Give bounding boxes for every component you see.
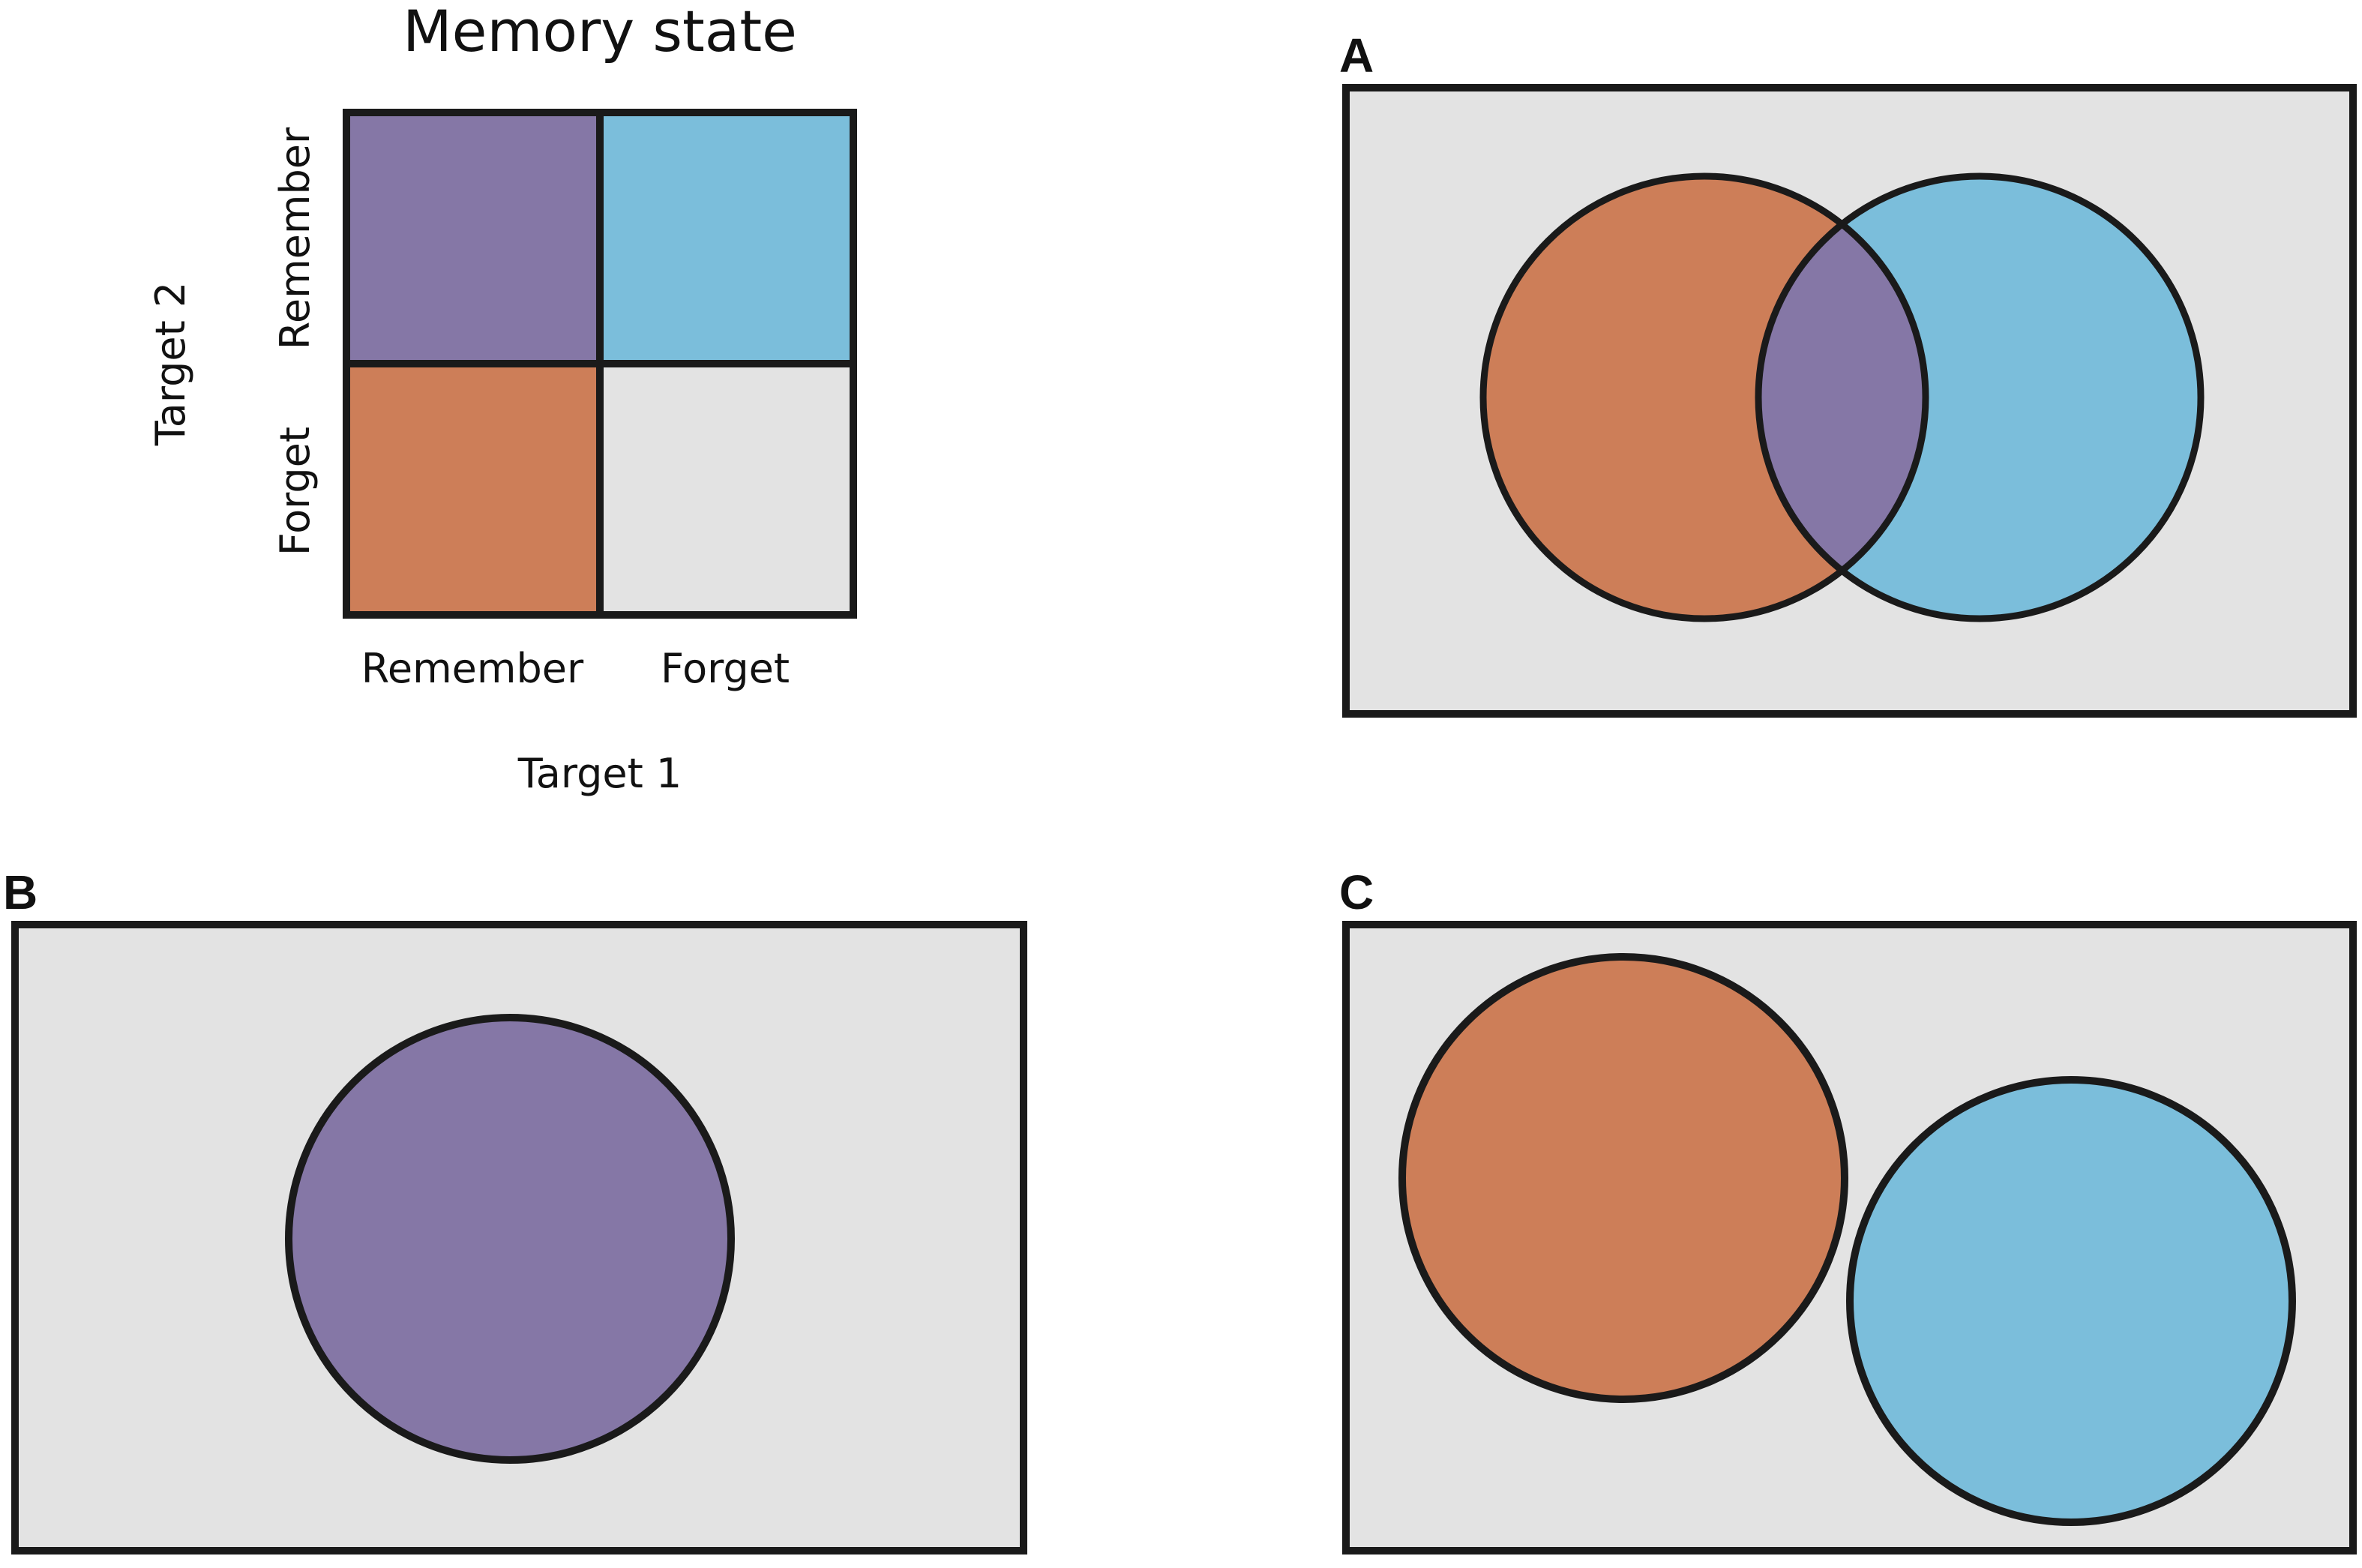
panel-a-target1-outline: [1479, 172, 1929, 622]
panel-a-target2-outline: [1755, 172, 2205, 622]
panel-a: A: [1339, 28, 2357, 718]
cell-forget-forget: [600, 364, 853, 615]
panel-b-combined-circle: [285, 1014, 735, 1464]
x-axis-label: Target 1: [517, 750, 682, 797]
column-label-forget: Forget: [661, 645, 790, 692]
panel-c: C: [1339, 865, 2357, 1555]
row-label-remember: Remember: [271, 127, 319, 349]
panel-b: B: [3, 865, 1027, 1555]
panel-c-letter: C: [1339, 865, 1374, 919]
y-axis-label: Target 2: [147, 282, 194, 447]
panel-c-target2-circle: [1846, 1076, 2296, 1526]
panel-c-target1-circle: [1398, 953, 1848, 1403]
matrix-title: Memory state: [403, 0, 797, 64]
panel-a-overlap: [1758, 176, 1926, 619]
panel-a-letter: A: [1339, 28, 1374, 82]
column-label-remember: Remember: [361, 645, 584, 692]
cell-remember-forget: [346, 364, 600, 615]
cell-remember-remember: [346, 112, 600, 364]
memory-state-matrix: Memory state Remember Forget Remember Fo…: [147, 0, 857, 797]
panel-b-letter: B: [3, 865, 37, 919]
cell-forget-remember: [600, 112, 853, 364]
row-label-forget: Forget: [271, 427, 319, 556]
